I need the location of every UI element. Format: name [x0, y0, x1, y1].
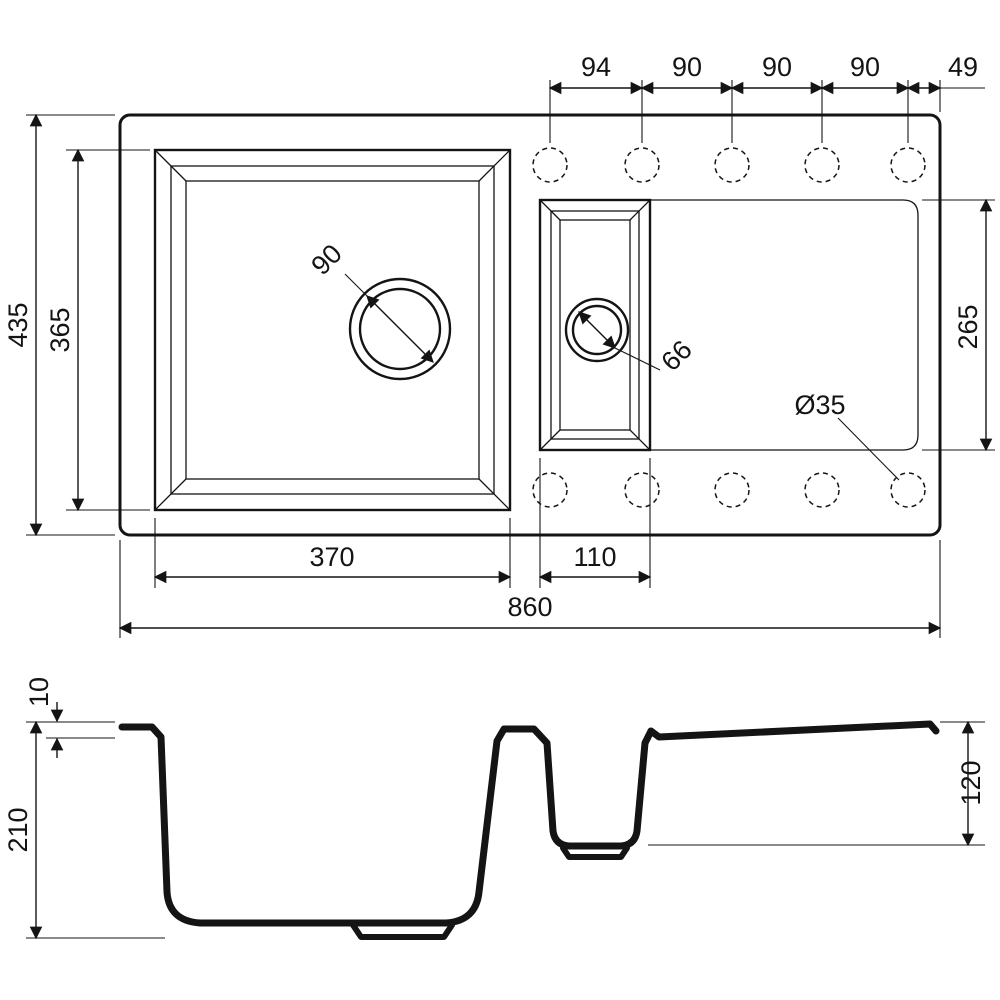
small-bowl-mid-rect — [550, 210, 640, 440]
main-bowl-drain-boss — [350, 922, 455, 940]
main-drain-arrow — [366, 295, 434, 363]
dimension-hole-spacings: 94 90 90 90 49 — [548, 52, 985, 143]
faucet-hole-icon — [624, 472, 660, 508]
dim-label-faucet-hole: Ø35 — [794, 390, 845, 420]
total-depth-extension-lines — [26, 721, 165, 939]
dimension-right-depth: 120 — [648, 720, 986, 847]
main-drain-outer-circle — [348, 277, 452, 381]
dimension-rim-thickness: 10 — [24, 677, 115, 758]
dimension-overall-width: 860 — [118, 540, 942, 638]
dim-label-spacing-4: 90 — [850, 52, 880, 82]
small-bowl-drain-boss — [560, 845, 630, 860]
faucet-hole-icon — [532, 472, 568, 508]
small-drain-leader — [614, 347, 661, 371]
top-view: 94 90 90 90 49 435 365 265 90 — [3, 52, 995, 638]
dim-label-rim-thickness: 10 — [24, 677, 54, 707]
main-drain-inner-circle — [358, 287, 442, 371]
dim-label-main-drain: 90 — [305, 238, 347, 280]
main-bowl-corner-bevels — [154, 149, 511, 511]
main-bowl — [153, 148, 512, 512]
main-bowl-inner-rect — [185, 180, 480, 480]
dim-label-overall-height: 435 — [3, 302, 33, 347]
small-bowl — [538, 198, 652, 452]
dimension-right-area-height: 265 — [922, 198, 995, 452]
dim-label-spacing-3: 90 — [762, 52, 792, 82]
dim-label-overall-width: 860 — [507, 592, 552, 622]
faucet-hole-icon — [624, 147, 660, 183]
faucet-hole-icon — [804, 147, 840, 183]
section-view: 10 210 120 — [3, 677, 986, 940]
small-drain-arrow — [578, 311, 616, 349]
dim-label-spacing-5: 49 — [948, 52, 978, 82]
small-drain-outer-circle — [564, 297, 630, 363]
hole-spacing-extension-lines — [549, 80, 985, 143]
faucet-holes-bottom-row — [532, 472, 926, 508]
small-bowl-width-extension-lines — [539, 458, 651, 588]
faucet-hole-icon — [890, 472, 926, 508]
faucet-hole-icon — [532, 147, 568, 183]
dimension-main-drain: 90 — [305, 238, 434, 363]
dim-label-small-drain: 66 — [655, 334, 697, 376]
dim-label-small-bowl-width: 110 — [573, 542, 616, 572]
main-drain-leader — [344, 273, 368, 297]
faucet-hole-icon — [804, 472, 840, 508]
dim-label-total-depth: 210 — [3, 807, 33, 852]
section-profile — [118, 720, 940, 927]
faucet-hole-icon — [714, 472, 750, 508]
main-bowl-outer-rect — [153, 148, 512, 512]
right-depth-extension-lines — [648, 721, 985, 846]
dimension-main-bowl-height: 365 — [45, 148, 150, 512]
dimension-overall-height: 435 — [3, 113, 115, 537]
faucet-hole-icon — [890, 147, 926, 183]
rim-thickness-extension-lines — [46, 721, 115, 739]
small-bowl-corner-bevels — [539, 199, 651, 451]
main-bowl-mid-rect — [170, 165, 495, 495]
dim-label-right-area-height: 265 — [953, 304, 983, 349]
small-drain-inner-circle — [571, 304, 623, 356]
dim-label-spacing-1: 94 — [581, 52, 611, 82]
dim-label-main-bowl-width: 370 — [309, 542, 354, 572]
dimension-faucet-hole: Ø35 — [794, 390, 900, 481]
dim-label-spacing-2: 90 — [672, 52, 702, 82]
dimension-main-bowl-width: 370 — [153, 518, 512, 588]
small-bowl-outer-rect — [538, 198, 652, 452]
dimension-small-bowl-width: 110 — [538, 458, 652, 588]
sink-body-outline — [118, 113, 942, 537]
small-bowl-inner-rect — [559, 219, 631, 431]
overall-width-extension-lines — [119, 540, 941, 638]
dim-label-right-depth: 120 — [956, 760, 986, 805]
faucet-hole-leader — [837, 417, 900, 481]
faucet-hole-icon — [714, 147, 750, 183]
dim-label-main-bowl-height: 365 — [45, 307, 75, 352]
dimension-total-depth: 210 — [3, 720, 165, 940]
faucet-holes-top-row — [532, 147, 926, 183]
drainboard-outline — [650, 199, 919, 451]
